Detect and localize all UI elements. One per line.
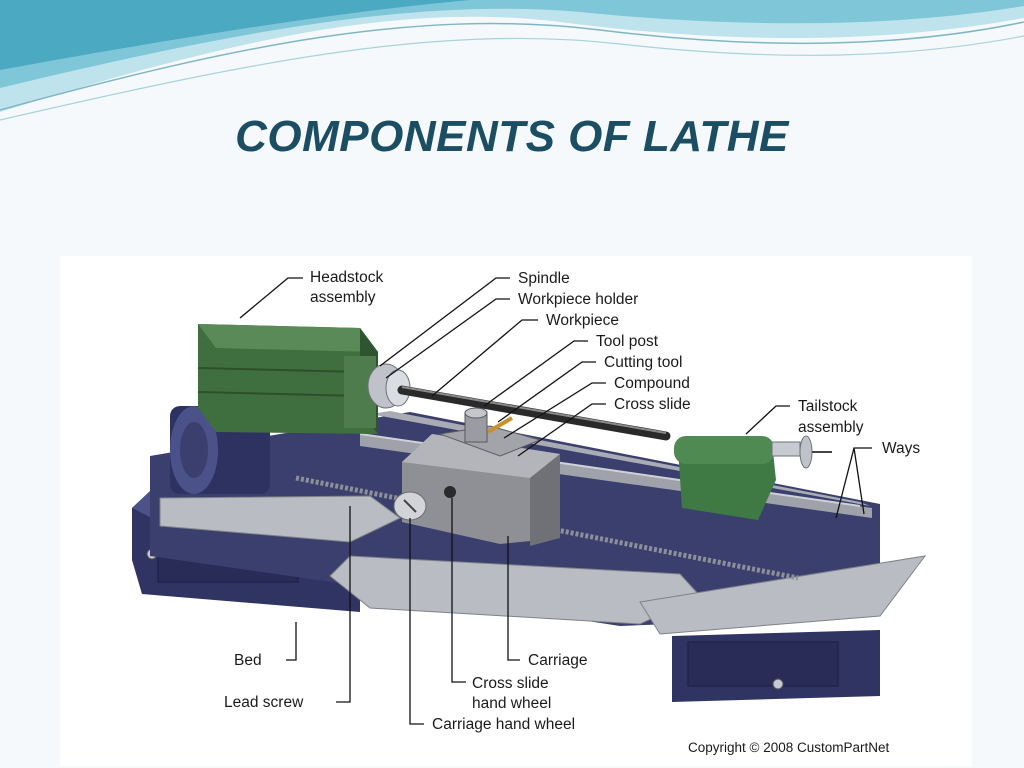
lathe-illustration [132, 324, 927, 702]
label-cross-slide: Cross slide [614, 396, 691, 413]
cross-slide-hand-wheel [444, 486, 456, 498]
carriage [402, 425, 560, 546]
bed-base-right [672, 630, 880, 702]
motor [170, 406, 270, 494]
workpiece [397, 385, 671, 441]
label-leaders [239, 277, 872, 725]
label-cross-slide-hand-wheel-line1: Cross slide [472, 675, 549, 692]
label-spindle: Spindle [518, 270, 570, 287]
chip-tray [159, 495, 927, 635]
label-lead-screw: Lead screw [224, 694, 304, 711]
tailstock-assembly [674, 435, 832, 520]
label-cross-slide-hand-wheel-line2: hand wheel [472, 695, 551, 712]
label-headstock-line1: Headstock [310, 269, 383, 286]
label-carriage-hand-wheel: Carriage hand wheel [432, 716, 575, 733]
label-cutting-tool: Cutting tool [604, 354, 682, 371]
label-workpiece-holder: Workpiece holder [518, 291, 638, 308]
copyright-text: Copyright © 2008 CustomPartNet [688, 740, 890, 755]
label-tool-post: Tool post [596, 333, 659, 350]
label-bed: Bed [234, 652, 262, 669]
label-tailstock-line1: Tailstock [798, 398, 858, 415]
label-carriage: Carriage [528, 652, 587, 669]
label-tailstock-line2: assembly [798, 419, 864, 436]
label-workpiece: Workpiece [546, 312, 619, 329]
carriage-hand-wheel [393, 491, 427, 521]
headstock-assembly [197, 324, 378, 434]
tool-post [464, 407, 514, 443]
label-ways: Ways [882, 440, 920, 457]
lathe-diagram: Headstock assembly Spindle Workpiece hol… [132, 269, 927, 755]
slide-title: COMPONENTS OF LATHE [235, 112, 789, 161]
label-compound: Compound [614, 375, 690, 392]
header-wave-decoration [0, 0, 1024, 121]
label-headstock-line2: assembly [310, 289, 376, 306]
lathe-diagram-panel: Headstock assembly Spindle Workpiece hol… [60, 256, 972, 766]
